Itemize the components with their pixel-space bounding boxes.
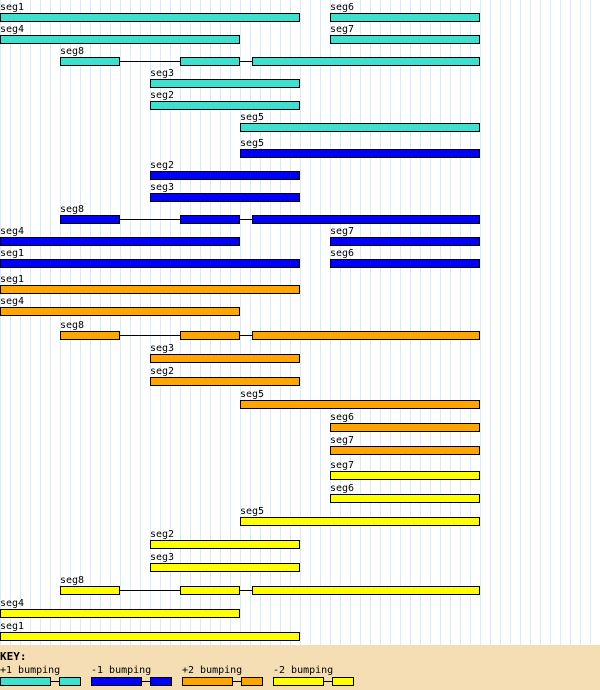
feature-block bbox=[60, 215, 120, 224]
intron-line bbox=[120, 61, 180, 62]
feature-block bbox=[330, 446, 480, 455]
feature-block bbox=[330, 13, 480, 22]
intron-line bbox=[324, 681, 332, 682]
feature-block bbox=[240, 400, 480, 409]
feature-block bbox=[180, 586, 240, 595]
feature-label: seg7 bbox=[330, 435, 355, 446]
feature-label: seg3 bbox=[150, 552, 175, 563]
feature-label: seg3 bbox=[150, 182, 175, 193]
feature-block bbox=[252, 215, 480, 224]
feature-label: seg1 bbox=[0, 621, 25, 632]
feature-block bbox=[252, 331, 480, 340]
feature-label: seg1 bbox=[0, 248, 25, 259]
feature-label: seg2 bbox=[150, 529, 175, 540]
feature-block bbox=[332, 677, 354, 686]
feature-label: seg7 bbox=[330, 24, 355, 35]
key-label-1: +1 bumping bbox=[0, 665, 61, 676]
intron-line bbox=[240, 335, 252, 336]
feature-label: seg4 bbox=[0, 24, 25, 35]
feature-block bbox=[182, 677, 233, 686]
feature-label: seg8 bbox=[60, 204, 85, 215]
feature-label: seg6 bbox=[330, 483, 355, 494]
feature-block bbox=[91, 677, 142, 686]
feature-block bbox=[252, 57, 480, 66]
feature-label: seg2 bbox=[150, 160, 175, 171]
feature-label: seg5 bbox=[240, 389, 265, 400]
feature-label: seg6 bbox=[330, 412, 355, 423]
feature-block bbox=[0, 632, 300, 641]
feature-label: seg6 bbox=[330, 2, 355, 13]
intron-line bbox=[51, 681, 59, 682]
feature-block bbox=[0, 259, 300, 268]
feature-block bbox=[59, 677, 81, 686]
feature-block bbox=[0, 13, 300, 22]
feature-block bbox=[0, 307, 240, 316]
intron-line bbox=[240, 219, 252, 220]
key-label-3: +2 bumping bbox=[182, 665, 243, 676]
intron-line bbox=[120, 590, 180, 591]
key-label-4: -2 bumping bbox=[273, 665, 334, 676]
feature-label: seg1 bbox=[0, 2, 25, 13]
key-label-2: -1 bumping bbox=[91, 665, 152, 676]
feature-label: seg2 bbox=[150, 366, 175, 377]
feature-label: seg3 bbox=[150, 68, 175, 79]
feature-label: seg4 bbox=[0, 296, 25, 307]
feature-block bbox=[330, 471, 480, 480]
feature-block bbox=[241, 677, 263, 686]
feature-label: seg5 bbox=[240, 506, 265, 517]
feature-block bbox=[180, 331, 240, 340]
feature-label: seg5 bbox=[240, 112, 265, 123]
feature-label: seg3 bbox=[150, 343, 175, 354]
feature-label: seg7 bbox=[330, 226, 355, 237]
intron-line bbox=[120, 335, 180, 336]
feature-block bbox=[330, 35, 480, 44]
intron-line bbox=[240, 61, 252, 62]
feature-block bbox=[0, 609, 240, 618]
feature-block bbox=[0, 237, 240, 246]
key-panel: KEY: +1 bumping -1 bumping +2 bumping -2 bu… bbox=[0, 645, 600, 690]
feature-block bbox=[330, 237, 480, 246]
feature-label: seg2 bbox=[150, 90, 175, 101]
feature-block bbox=[180, 215, 240, 224]
feature-block bbox=[330, 259, 480, 268]
feature-block bbox=[273, 677, 324, 686]
feature-block bbox=[180, 57, 240, 66]
feature-block bbox=[0, 677, 51, 686]
intron-line bbox=[240, 590, 252, 591]
key-title: KEY: bbox=[0, 650, 27, 663]
intron-line bbox=[142, 681, 150, 682]
feature-block bbox=[60, 57, 120, 66]
feature-block bbox=[150, 377, 300, 386]
feature-block bbox=[240, 123, 480, 132]
feature-label: seg8 bbox=[60, 575, 85, 586]
feature-block bbox=[60, 586, 120, 595]
feature-block bbox=[240, 517, 480, 526]
feature-label: seg1 bbox=[0, 274, 25, 285]
feature-block bbox=[150, 677, 172, 686]
feature-label: seg8 bbox=[60, 46, 85, 57]
feature-block bbox=[252, 586, 480, 595]
feature-block bbox=[60, 331, 120, 340]
intron-line bbox=[233, 681, 241, 682]
feature-block bbox=[150, 563, 300, 572]
intron-line bbox=[120, 219, 180, 220]
feature-block bbox=[150, 193, 300, 202]
feature-panel: seg1 seg6 seg4 seg7 seg8 seg3 seg2 seg5 seg5 seg2… bbox=[0, 0, 600, 645]
feature-label: seg4 bbox=[0, 226, 25, 237]
feature-block bbox=[150, 540, 300, 549]
feature-block bbox=[0, 35, 240, 44]
feature-block bbox=[0, 285, 300, 294]
feature-block bbox=[150, 79, 300, 88]
feature-block bbox=[330, 423, 480, 432]
feature-block bbox=[330, 494, 480, 503]
feature-label: seg7 bbox=[330, 460, 355, 471]
feature-block bbox=[240, 149, 480, 158]
feature-block bbox=[150, 171, 300, 180]
feature-label: seg5 bbox=[240, 138, 265, 149]
feature-block bbox=[150, 101, 300, 110]
feature-label: seg8 bbox=[60, 320, 85, 331]
feature-block bbox=[150, 354, 300, 363]
feature-label: seg6 bbox=[330, 248, 355, 259]
feature-label: seg4 bbox=[0, 598, 25, 609]
